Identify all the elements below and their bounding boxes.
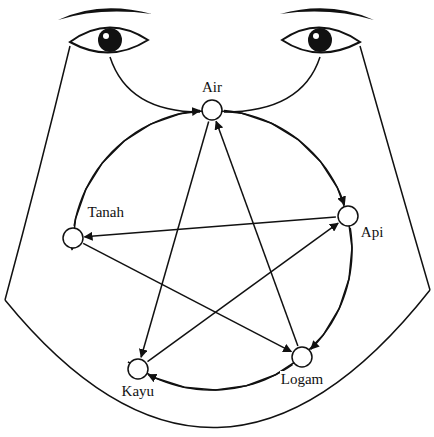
cycle-arrow (141, 122, 209, 358)
circle-outline (291, 346, 313, 368)
cycle-arrow (216, 121, 298, 346)
element-circle: Kayu (127, 358, 149, 380)
circle-outline (127, 358, 149, 380)
circle-outline (202, 100, 222, 120)
element-circle: Air (201, 99, 223, 121)
element-label: Air (201, 79, 223, 96)
eye-highlight (313, 33, 319, 39)
eye-iris (98, 28, 122, 52)
sight-line (360, 46, 430, 290)
sight-line (5, 46, 70, 300)
eye-outline (282, 27, 360, 52)
circle-outline (63, 228, 83, 248)
eye-outline (70, 27, 148, 52)
circle-outline (201, 99, 223, 121)
circle-outline (337, 205, 359, 227)
sight-line (224, 57, 320, 112)
element-label: Api (360, 224, 385, 241)
circle-outline (338, 206, 358, 226)
circle-outline (292, 347, 312, 367)
element-circle: Tanah (62, 227, 84, 249)
element-label: Logam (280, 371, 325, 388)
sight-line (110, 57, 200, 112)
cycle-arrow (74, 111, 200, 226)
cycle-arrow (72, 110, 352, 390)
eye-highlight (103, 33, 109, 39)
eyebrow (280, 8, 374, 20)
eye-iris (308, 28, 332, 52)
circle-outline (62, 227, 84, 249)
circle-outline (128, 359, 148, 379)
element-circle: Logam (291, 346, 313, 368)
element-label: Kayu (121, 383, 156, 400)
eyebrow (58, 8, 152, 20)
element-label: Tanah (87, 204, 125, 221)
cycle-arrow (83, 243, 291, 351)
element-circle: Api (337, 205, 359, 227)
